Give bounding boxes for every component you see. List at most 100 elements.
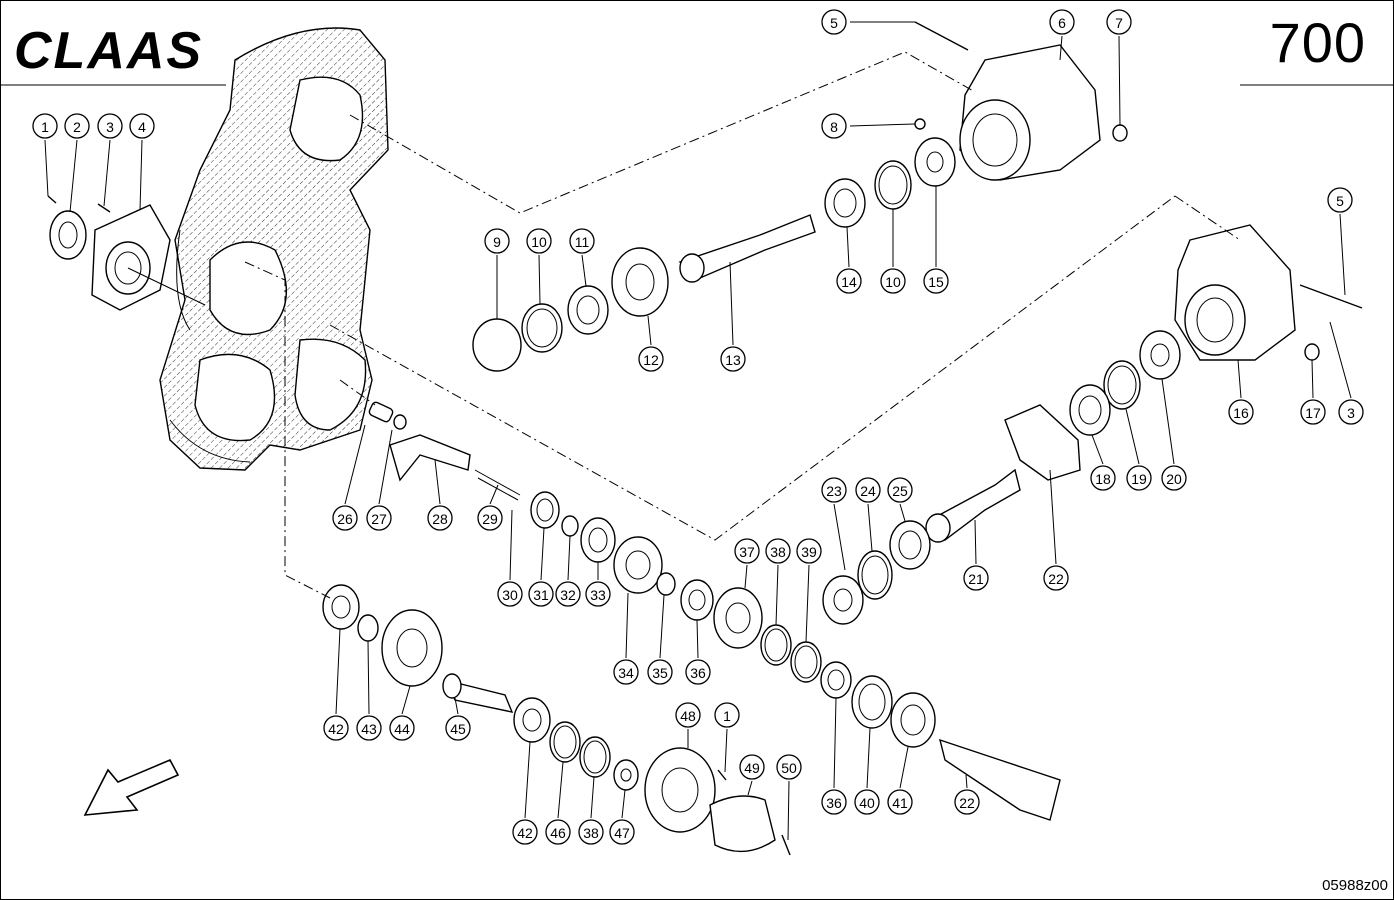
callout-number: 30 [502,587,518,603]
callout-number: 13 [725,352,741,368]
callout-leader-line [590,776,595,819]
callout-leader-line [69,139,78,213]
callout-28: 28 [427,459,453,531]
callout-leader-line [833,697,837,789]
callout-number: 23 [826,483,842,499]
callout-number: 2 [73,119,81,135]
callout-10: 10 [880,209,906,294]
callout-42: 42 [323,628,349,741]
right-shaft-parts [822,330,1181,625]
callout-15: 15 [923,186,949,294]
callout-18: 18 [1090,434,1116,491]
callout-20: 20 [1161,378,1187,491]
cover-plate-assembly [47,195,206,311]
callout-circle [366,505,392,531]
callout-number: 7 [1115,15,1123,31]
callout-number: 35 [652,665,668,681]
callout-circle [427,505,453,531]
brand-name: CLAAS [14,22,203,76]
callout-number: 44 [394,721,410,737]
callout-5: 5 [1327,187,1353,296]
callout-leader-line [899,503,906,522]
callout-leader-line [621,789,626,819]
callout-leader-line [775,564,779,626]
callout-23: 23 [821,477,847,571]
callout-leader-line [401,685,411,715]
callout-leader-line [524,741,531,819]
callout-number: 38 [770,544,786,560]
callout-leader-line [833,503,846,571]
callout-leader-line [44,139,49,197]
callout-leader-line [805,564,810,643]
callout-number: 41 [892,795,908,811]
callout-circle [1049,9,1075,35]
callout-21: 21 [963,519,989,591]
callout-47: 47 [609,789,635,845]
callout-number: 15 [928,274,944,290]
callout-circle [765,538,791,564]
callout-number: 6 [1058,15,1066,31]
callout-circle [821,789,847,815]
callout-leader-line [1237,359,1242,399]
callout-32: 32 [555,535,581,607]
callout-circle [821,477,847,503]
callout-number: 48 [680,708,696,724]
callout-2: 2 [64,113,90,213]
callout-leader-line [1311,359,1314,399]
callout-13: 13 [720,261,746,372]
callout-leader-line [1059,35,1063,61]
callout-circle [685,659,711,685]
callout-8: 8 [821,113,916,139]
callout-number: 43 [361,721,377,737]
callout-leader-line [659,594,665,659]
callout-circle [585,581,611,607]
callout-25: 25 [887,477,913,522]
callout-number: 36 [690,665,706,681]
callout-number: 3 [1347,405,1355,421]
callout-leader-line [367,640,370,715]
callout-leader-line [965,774,968,789]
callout-3: 3 [1329,321,1364,425]
callout-circle [445,715,471,741]
callout-circle [887,477,913,503]
callout-leader-line [434,459,441,505]
direction-arrow-icon [83,758,180,816]
callout-leader-line [335,628,341,715]
callout-number: 26 [337,511,353,527]
callout-circle [1338,399,1364,425]
callout-45: 45 [445,697,471,741]
callout-circle [97,113,123,139]
callout-leader-line [378,429,393,505]
gearbox-housing [159,27,389,471]
callout-33: 33 [585,562,611,607]
callout-leader-line [744,564,748,589]
callout-leader-line [866,727,871,789]
callout-circle [613,659,639,685]
callout-circle [776,754,802,780]
callout-number: 47 [614,825,630,841]
callout-number: 17 [1305,405,1321,421]
callout-35: 35 [647,594,673,685]
callout-36: 36 [685,619,711,685]
callout-leader-line [567,535,571,581]
callout-number: 3 [106,119,114,135]
callout-leader-line [1091,434,1104,465]
lower-bevel-housing [1174,224,1363,361]
callout-number: 32 [560,587,576,603]
callout-leader-line [1329,321,1352,399]
callout-number: 5 [830,15,838,31]
callout-leader-line [538,254,541,305]
callout-12: 12 [638,315,664,372]
callout-46: 46 [545,761,571,845]
callout-number: 9 [493,234,501,250]
callout-circle [821,113,847,139]
callout-number: 29 [482,511,498,527]
callout-7: 7 [1106,9,1132,126]
callout-leader-line [509,509,513,581]
callout-19: 19 [1125,408,1152,491]
callout-circle [512,819,538,845]
callout-number: 37 [739,544,755,560]
callout-14: 14 [836,226,862,294]
